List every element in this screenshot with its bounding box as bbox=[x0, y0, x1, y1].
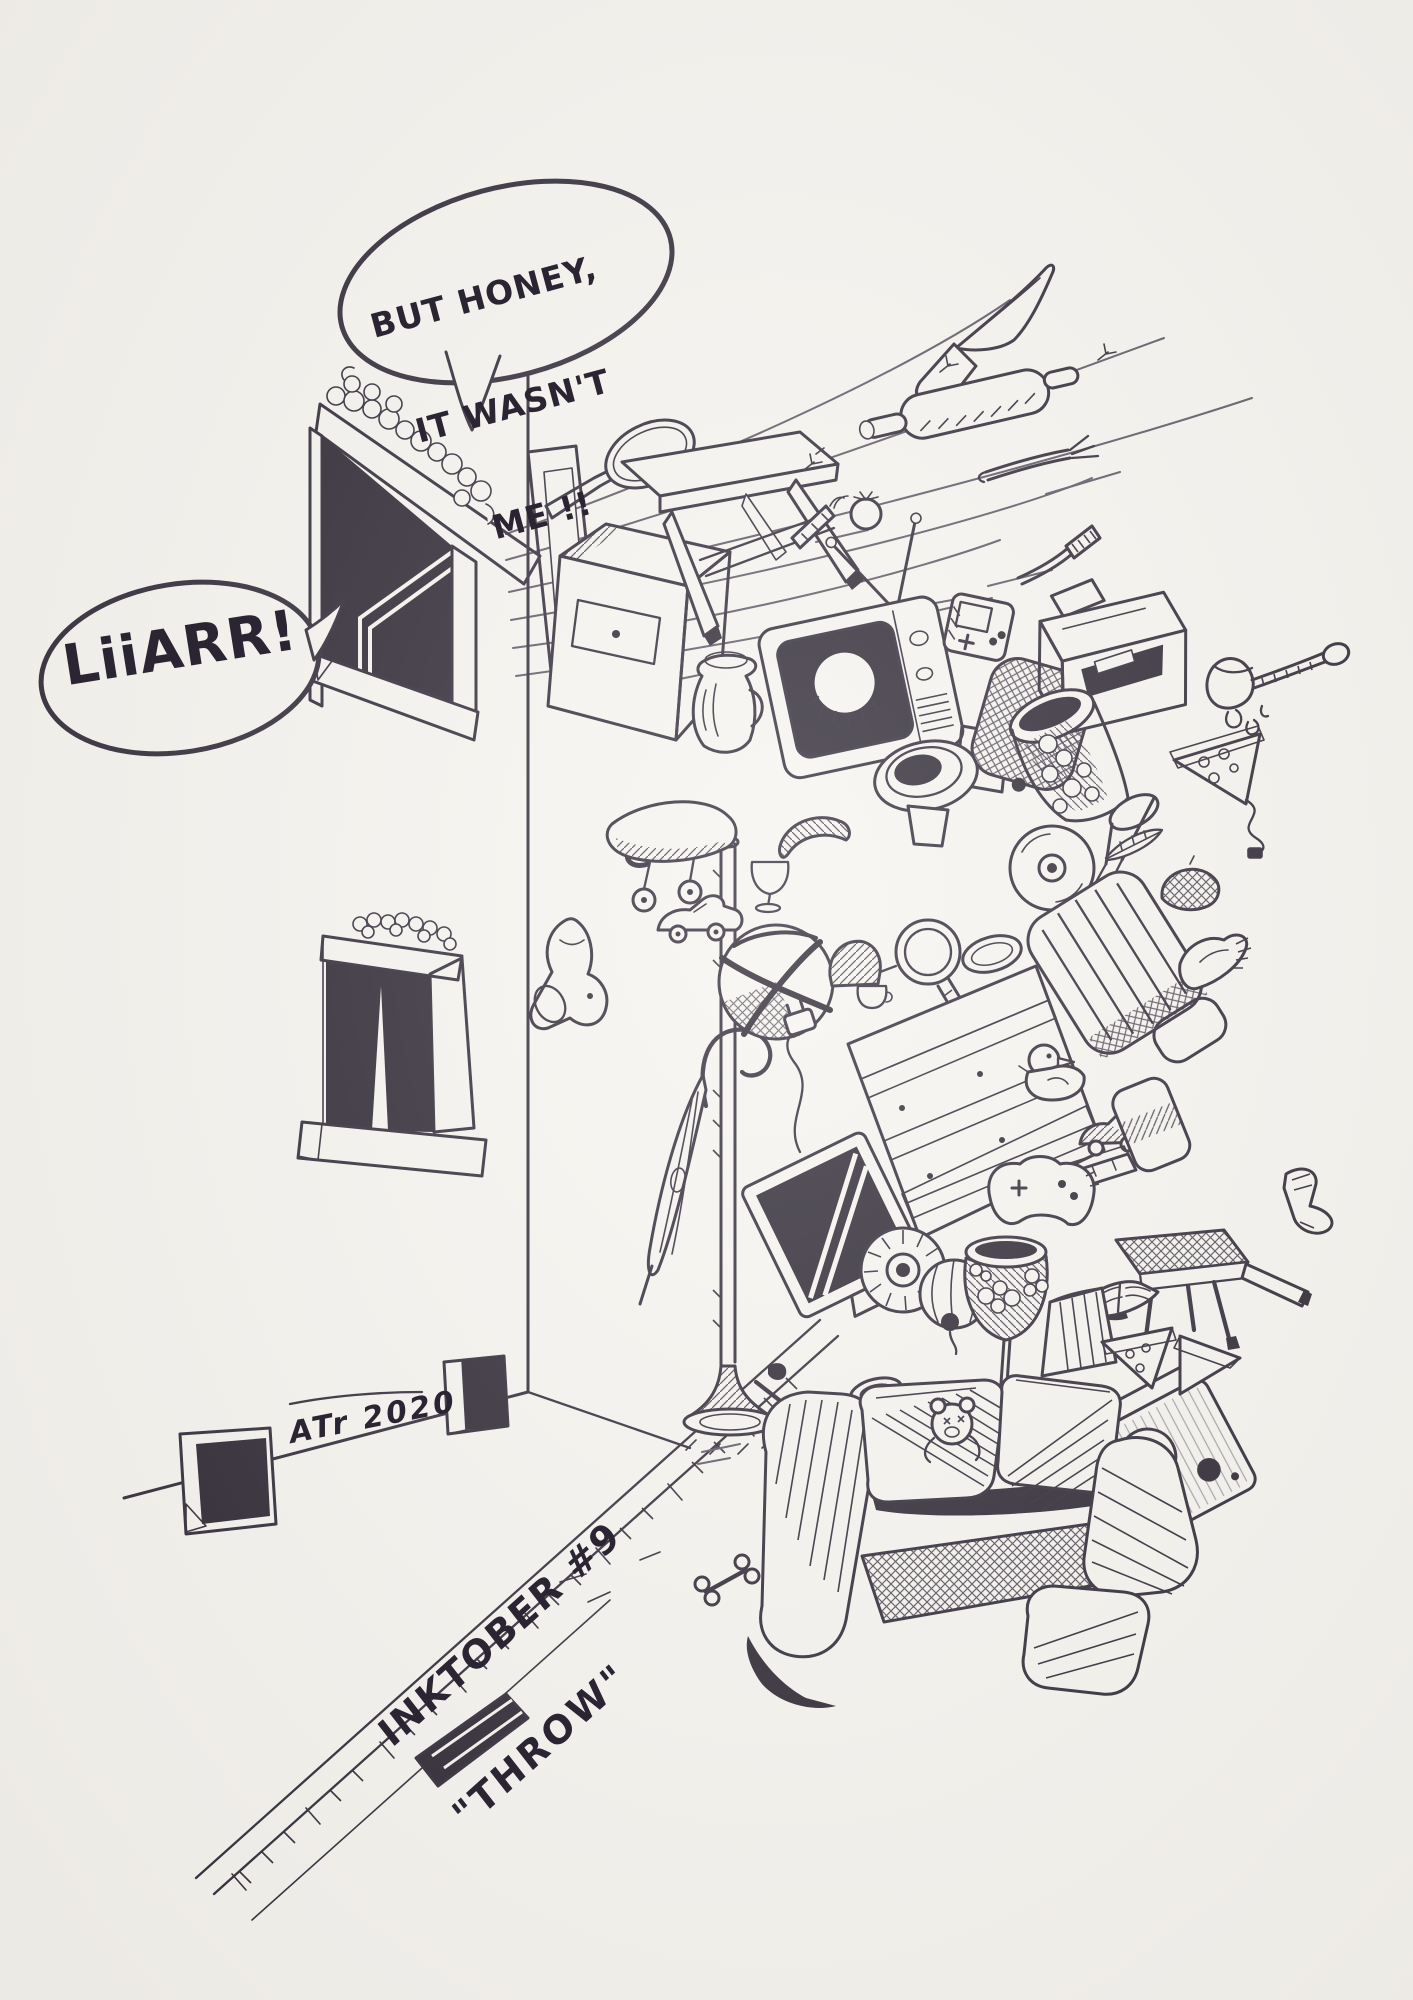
game-controller bbox=[987, 1155, 1100, 1227]
bone bbox=[693, 1553, 761, 1607]
basement-window-2 bbox=[442, 1354, 510, 1436]
speech-line: BUT HONEY, bbox=[366, 247, 602, 346]
small-wine-glass bbox=[750, 860, 790, 914]
glass-flower-pattern bbox=[969, 1263, 1049, 1314]
power-plug-cable bbox=[783, 999, 817, 1154]
speech-bubble-liar bbox=[38, 579, 346, 757]
hair-dryer bbox=[529, 917, 609, 1031]
glove bbox=[1178, 933, 1252, 991]
suitcase bbox=[1026, 870, 1228, 1064]
toothbrush bbox=[1016, 524, 1102, 586]
pizza-slices bbox=[1100, 1326, 1242, 1396]
herb-sprig bbox=[803, 343, 1117, 471]
dustpan bbox=[828, 939, 898, 988]
couch-arm-right bbox=[1082, 1436, 1199, 1598]
curtained-window bbox=[296, 912, 488, 1178]
lampshade bbox=[1040, 1286, 1118, 1378]
speech-line: IT WASN'T bbox=[411, 361, 615, 451]
sock bbox=[1282, 1167, 1334, 1235]
basement-window bbox=[178, 1426, 278, 1536]
plunger bbox=[1205, 642, 1351, 747]
toilet bbox=[873, 724, 1010, 848]
handheld-game-console bbox=[942, 592, 1015, 662]
flying-table bbox=[620, 430, 864, 646]
feather bbox=[1104, 828, 1164, 862]
signature-flourish bbox=[288, 1390, 424, 1406]
croissant bbox=[778, 816, 851, 859]
nightstand bbox=[546, 522, 732, 742]
skateboard bbox=[605, 800, 738, 913]
closed-umbrella bbox=[638, 1027, 773, 1306]
impact-dashes bbox=[697, 1443, 741, 1465]
teddy-bear bbox=[923, 1396, 981, 1464]
cup bbox=[856, 984, 893, 1010]
soap-bar bbox=[1111, 1076, 1192, 1173]
rolling-pin bbox=[858, 366, 1080, 440]
rubber-duck bbox=[1018, 1043, 1086, 1102]
jug bbox=[691, 651, 764, 754]
bent-fork bbox=[977, 434, 1100, 484]
carrot bbox=[790, 495, 849, 550]
toy-car bbox=[656, 894, 744, 944]
sewer-grate bbox=[414, 1692, 530, 1788]
tomato bbox=[849, 491, 883, 531]
window-flower-box bbox=[326, 366, 495, 525]
crt-tv-with-antenna bbox=[757, 512, 965, 780]
beret bbox=[1160, 855, 1221, 912]
speech-bubble-honey bbox=[337, 178, 675, 432]
couch-seat-cushion bbox=[1021, 1584, 1151, 1696]
oval-platter bbox=[961, 934, 1023, 974]
pizza-slice-with-cord bbox=[1169, 725, 1265, 859]
